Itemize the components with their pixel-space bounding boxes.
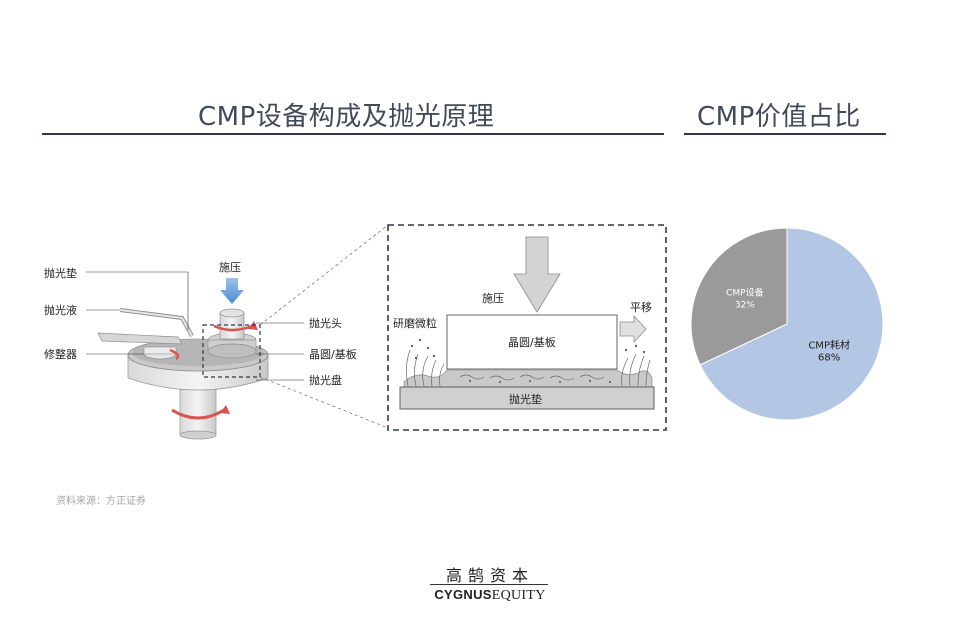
source-note: 资料来源：方正证券 [56,496,146,507]
logo-en-regular: EQUITY [491,588,546,603]
detail-wafer [446,314,618,370]
detail-label-pad: 抛光垫 [509,392,542,406]
detail-label-abrasive: 研磨微粒 [393,316,437,330]
zoom-box [202,324,261,378]
detail-label-pressure: 施压 [482,292,504,305]
diagram-title: CMP设备构成及抛光原理 [198,102,495,132]
cmp-machine [86,224,389,440]
detail-label-wafer: 晶圆/基板 [508,335,556,349]
pie-value-0: 68% [818,353,840,364]
detail-pressure-arrow-icon [513,236,561,313]
conditioner-arm [97,332,183,345]
title-underline-right [684,133,886,135]
detail-polishing-pad [399,386,655,410]
label-platen: 抛光盘 [309,373,342,387]
conditioner-rotation-icon [169,348,180,361]
detail-label-translation: 平移 [630,301,652,314]
pie-label-0: CMP耗材 [808,339,850,352]
label-polishing-head: 抛光头 [309,316,342,330]
pie-title: CMP价值占比 [697,102,861,132]
logo-divider [430,584,548,585]
translation-arrow-icon [619,314,647,344]
label-wafer-substrate: 晶圆/基板 [309,347,357,361]
logo-english: CYGNUSEQUITY [420,587,560,604]
platen-spindle [179,384,217,436]
label-slurry: 抛光液 [44,303,77,317]
logo-en-bold: CYGNUS [434,587,492,602]
label-conditioner: 修整器 [44,347,77,361]
spindle-rotation-icon [171,408,225,420]
head-rotation-icon [213,324,253,332]
pie-label-1: CMP设备 [726,286,763,298]
pie-value-1: 32% [735,300,755,310]
title-underline-left [42,133,664,135]
label-polishing-pad: 抛光垫 [44,266,77,280]
pressure-arrow-icon [220,278,244,304]
pie-slice-1 [690,227,788,366]
detail-view [387,224,667,431]
label-pressure: 施压 [219,261,241,274]
logo-chinese: 高鹄资本 [445,566,534,585]
pie-slice-0 [699,227,884,421]
